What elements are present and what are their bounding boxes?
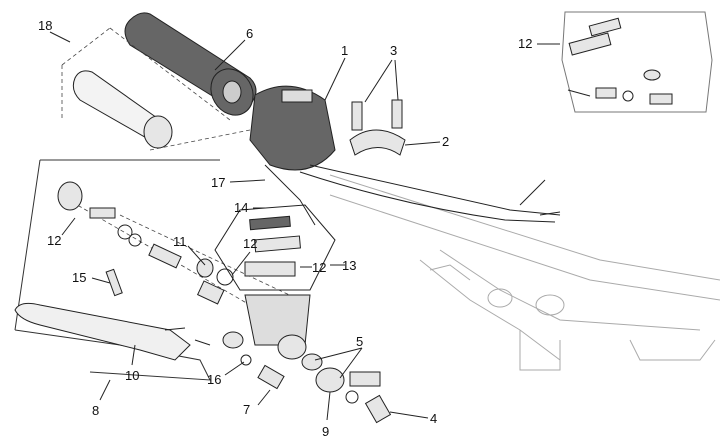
frame-outline (329, 174, 720, 371)
piston-parts (57, 181, 234, 305)
callout-3: 3 (390, 43, 397, 58)
callout-1: 1 (341, 43, 348, 58)
callout-12-piston: 12 (47, 233, 61, 248)
callout-7: 7 (243, 402, 250, 417)
callout-14: 14 (234, 200, 248, 215)
lower-parts (240, 353, 392, 424)
callout-17: 17 (211, 175, 225, 190)
callout-10: 10 (125, 368, 139, 383)
callout-2: 2 (442, 134, 449, 149)
clamp-part (349, 99, 406, 156)
throttle-tube (61, 27, 251, 151)
callout-11: 11 (173, 234, 187, 249)
callout-16: 16 (207, 372, 221, 387)
callout-12-inset: 12 (518, 36, 532, 51)
switch-housing (249, 85, 561, 226)
callout-4: 4 (430, 411, 437, 426)
callout-8: 8 (92, 403, 99, 418)
callout-12-reservoir: 12 (312, 260, 326, 275)
leader-lines (49, 31, 560, 421)
callout-12-seal: 12 (243, 236, 257, 251)
callout-13: 13 (342, 258, 356, 273)
inset-switch-detail (561, 11, 713, 113)
reservoir-parts (214, 204, 336, 360)
callout-6: 6 (246, 26, 253, 41)
callout-15: 15 (72, 270, 86, 285)
callout-18: 18 (38, 18, 52, 33)
callout-9: 9 (322, 424, 329, 439)
brake-lever (14, 302, 211, 361)
callout-5: 5 (356, 334, 363, 349)
grip-part (124, 12, 257, 116)
